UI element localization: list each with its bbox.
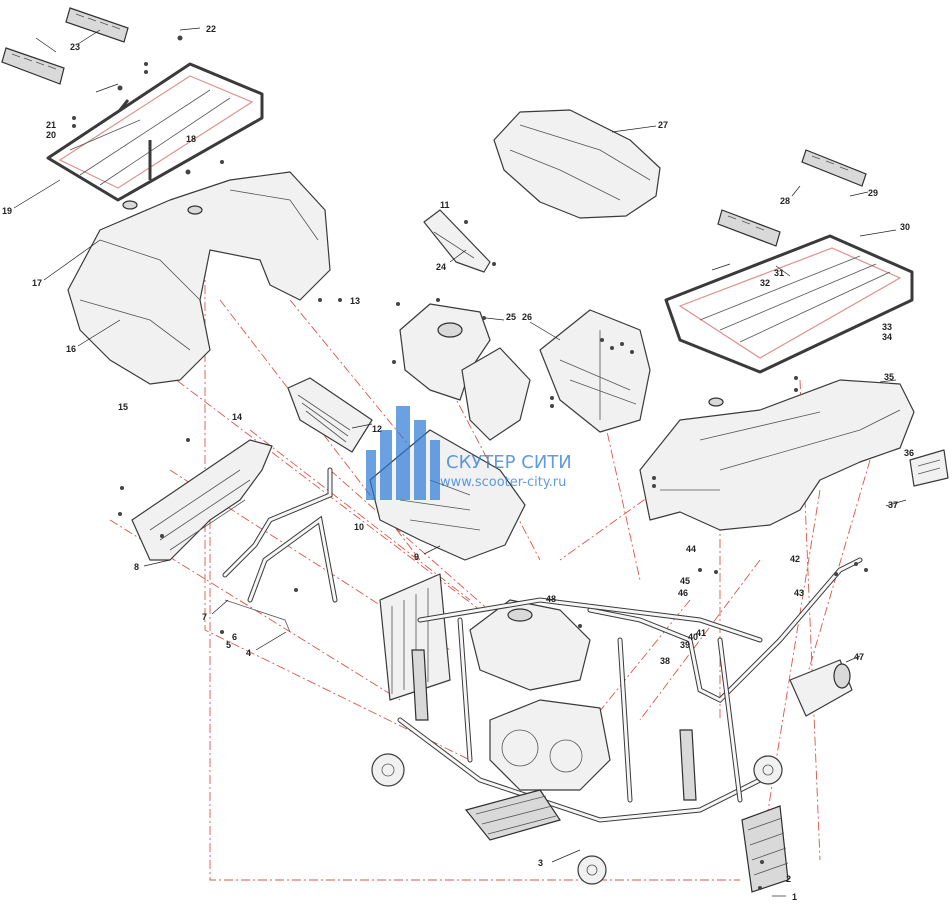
callout-46: 46: [678, 588, 688, 598]
callout-labels: 1 2 3 4 5 6 7 8 9 10 11 12 13 14 15 16 1…: [2, 24, 914, 902]
rear-mudguard-mesh: [741, 805, 789, 893]
callout-34: 34: [882, 332, 892, 342]
callout-35: 35: [884, 372, 894, 382]
callout-28: 28: [780, 196, 790, 206]
callout-47: 47: [854, 652, 864, 662]
callout-44: 44: [686, 544, 696, 554]
callout-4: 4: [246, 648, 251, 658]
callout-45: 45: [680, 576, 690, 586]
seat: [493, 109, 661, 219]
tail-light: [909, 449, 949, 487]
side-vent-panel: [287, 377, 373, 453]
muffler: [789, 659, 853, 717]
callout-26: 26: [522, 312, 532, 322]
callout-9: 9: [414, 552, 419, 562]
callout-13: 13: [350, 296, 360, 306]
callout-10: 10: [354, 522, 364, 532]
callout-5: 5: [226, 640, 231, 650]
callout-7: 7: [202, 612, 207, 622]
callout-40: 40: [688, 632, 698, 642]
watermark: СКУТЕР СИТИ www.scooter-city.ru: [366, 406, 572, 500]
callout-33: 33: [882, 322, 892, 332]
rear-fender: [639, 379, 915, 531]
exhaust-pipe: [587, 557, 863, 704]
callout-36: 36: [904, 448, 914, 458]
front-luggage-rack: [46, 62, 264, 202]
callout-14: 14: [232, 412, 242, 422]
rear-luggage-rack: [664, 234, 914, 374]
callout-31: 31: [774, 268, 784, 278]
callout-17: 17: [32, 278, 42, 288]
callout-23: 23: [70, 42, 80, 52]
callout-1: 1: [792, 892, 797, 902]
rear-footrest-mat-lower: [717, 209, 781, 247]
callout-20: 20: [46, 130, 56, 140]
callout-18: 18: [186, 134, 196, 144]
left-footwell: [369, 429, 526, 561]
callout-leader-lines: [13, 27, 907, 897]
callout-25: 25: [506, 312, 516, 322]
callout-6: 6: [232, 632, 237, 642]
callout-42: 42: [790, 554, 800, 564]
callout-24: 24: [436, 262, 446, 272]
callout-32: 32: [760, 278, 770, 288]
front-fender: [67, 171, 331, 385]
headlight-cover: [423, 209, 491, 273]
callout-39: 39: [680, 640, 690, 650]
callout-43: 43: [794, 588, 804, 598]
front-bumper-tubes: [222, 467, 338, 633]
callout-15: 15: [118, 402, 128, 412]
watermark-url: www.scooter-city.ru: [440, 475, 566, 490]
callout-30: 30: [900, 222, 910, 232]
callout-22: 22: [206, 24, 216, 34]
watermark-brand-name: СКУТЕР СИТИ: [446, 452, 572, 473]
rear-footrest-mat-upper: [801, 149, 867, 187]
callout-16: 16: [66, 344, 76, 354]
city-skyline-logo-icon: [366, 406, 440, 500]
callout-12: 12: [372, 424, 382, 434]
frame-engine-assembly: [371, 573, 783, 885]
footrest-mat-left: [65, 7, 129, 43]
callout-8: 8: [134, 562, 139, 572]
fasteners: [72, 35, 868, 890]
callout-37: 37: [888, 500, 898, 510]
callout-2: 2: [786, 874, 791, 884]
callout-3: 3: [538, 858, 543, 868]
center-console: [461, 347, 531, 441]
callout-11: 11: [440, 200, 450, 210]
front-grille-bumper: [131, 439, 273, 561]
footrest-mat-left-lower: [1, 47, 65, 85]
callout-29: 29: [868, 188, 878, 198]
callout-48: 48: [546, 594, 556, 604]
callout-21: 21: [46, 120, 56, 130]
callout-19: 19: [2, 206, 12, 216]
callout-41: 41: [696, 628, 706, 638]
callout-38: 38: [660, 656, 670, 666]
callout-27: 27: [658, 120, 668, 130]
rear-storage-tray: [539, 309, 651, 433]
